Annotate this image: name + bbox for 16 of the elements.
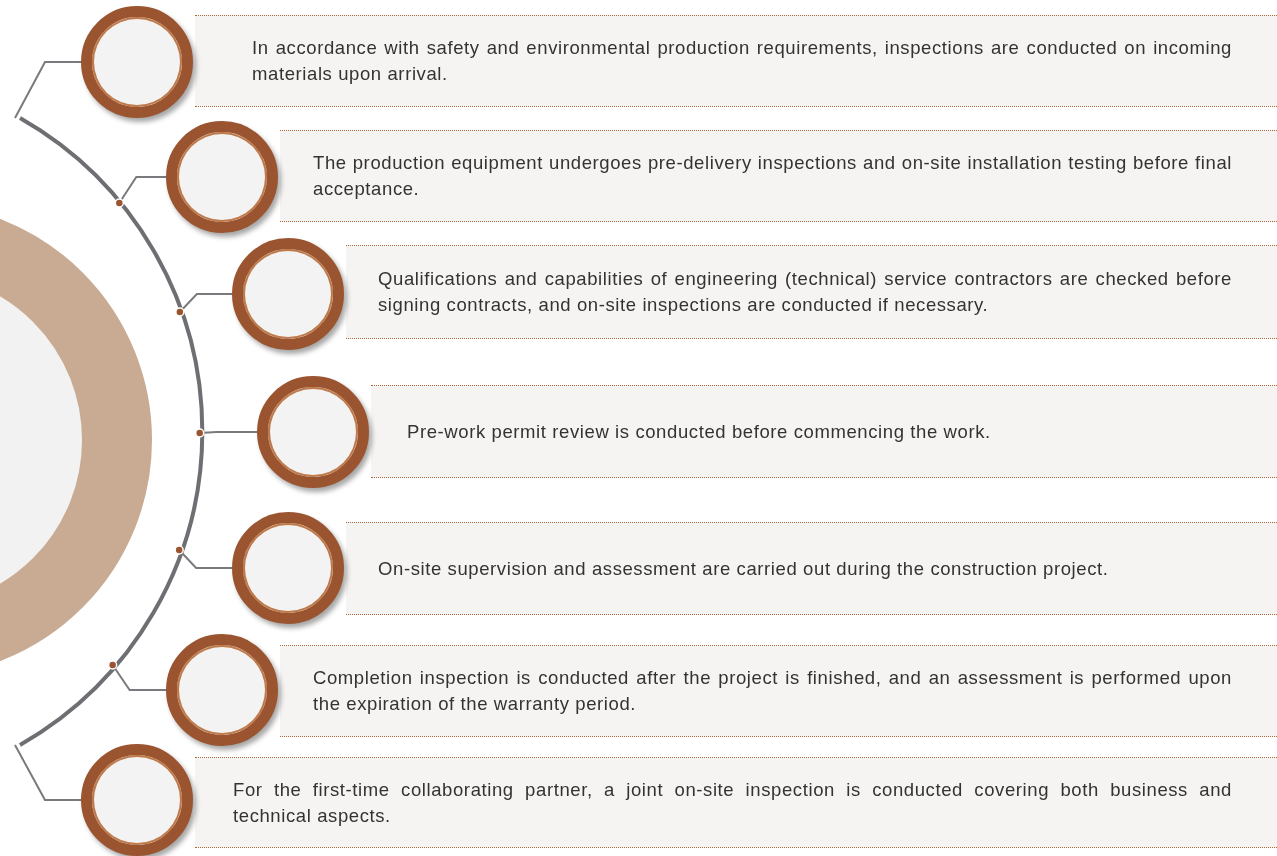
description-text: Completion inspection is conducted after the project is finished, and an assessment is performed upon the expiration of the warranty period.: [313, 666, 1232, 716]
description-text: On-site supervision and assessment are carried out during the construction project.: [378, 556, 1109, 581]
text-band: [371, 385, 1277, 478]
description-text: The production equipment undergoes pre-delivery inspections and on-site installation testing before final acceptance.: [313, 151, 1232, 201]
description-text: Qualifications and capabilities of engineering (technical) service contractors are checked before signing contracts, and on-site inspections are conducted if necessary.: [378, 267, 1232, 317]
text-band: [280, 130, 1277, 222]
text-band: [280, 645, 1277, 737]
ring-circle: [232, 238, 344, 350]
description-text: In accordance with safety and environmental production requirements, inspections are conducted on incoming materials upon arrival.: [252, 36, 1232, 86]
description-text: For the first-time collaborating partner, a joint on-site inspection is conducted covering both business and technical aspects.: [233, 777, 1232, 828]
description-text: Pre-work permit review is conducted before commencing the work.: [407, 419, 991, 444]
text-band: [346, 245, 1277, 339]
arc-line: [18, 116, 204, 747]
text-band: [195, 15, 1277, 107]
text-band: [346, 522, 1277, 615]
text-band: [195, 757, 1277, 848]
